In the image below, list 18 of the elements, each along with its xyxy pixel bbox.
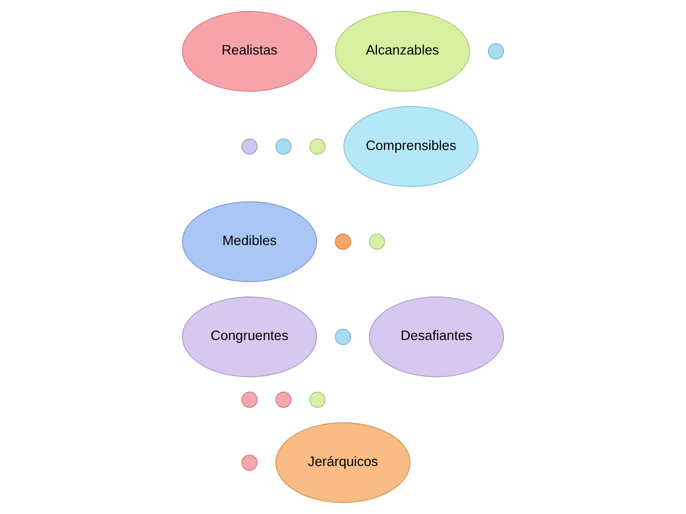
node-ellipse: Jerárquicos: [275, 422, 411, 503]
node-ellipse: Congruentes: [182, 296, 318, 378]
node-circle: [241, 454, 258, 471]
node-circle: [309, 138, 326, 155]
node-circle: [334, 328, 352, 345]
node-circle: [334, 234, 352, 250]
node-ellipse: Medibles: [182, 201, 318, 282]
node-circle: [275, 138, 292, 155]
node-circle: [275, 392, 292, 408]
node-ellipse: Comprensibles: [343, 106, 479, 187]
node-circle: [241, 392, 258, 408]
node-circle: [368, 234, 386, 250]
node-circle: [309, 392, 326, 408]
node-circle: [241, 138, 258, 155]
node-ellipse: Desafiantes: [368, 296, 504, 378]
node-circle: [488, 43, 504, 60]
node-ellipse: Realistas: [182, 11, 318, 92]
node-ellipse: Alcanzables: [334, 11, 470, 92]
